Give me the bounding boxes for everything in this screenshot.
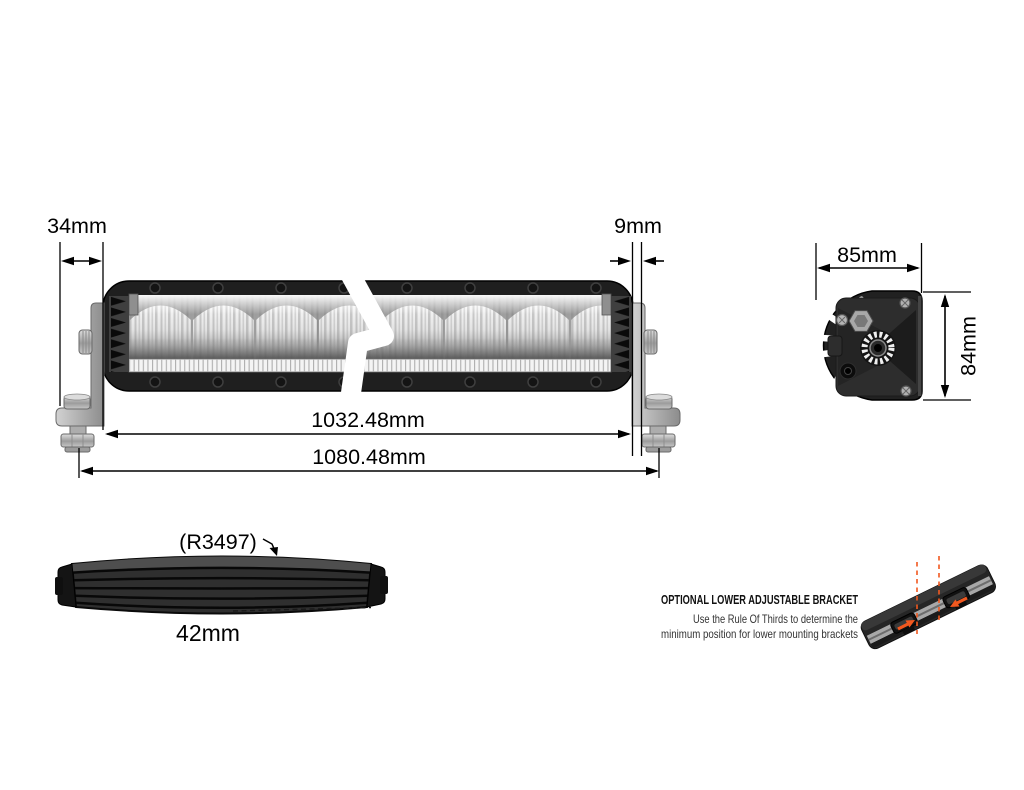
mounting-bracket-left: [55, 302, 105, 453]
bezel-screws-bottom: [149, 376, 602, 388]
dimension-labels: 34mm 9mm 1032.48mm 1080.48mm 85mm 84mm: [47, 214, 980, 469]
chord-dashed-line: [232, 606, 372, 612]
dim-end-width: 85mm: [837, 243, 897, 267]
note-title: OPTIONAL LOWER ADJUSTABLE BRACKET: [661, 593, 858, 607]
end-mount-channel: [918, 296, 922, 396]
bracket-note: OPTIONAL LOWER ADJUSTABLE BRACKET Use th…: [661, 593, 858, 641]
window-tab-right: [601, 293, 612, 316]
bracket-illustration: [860, 556, 996, 650]
adjuster-knob: [860, 330, 896, 366]
adjust-arrows: [897, 596, 968, 631]
heat-fins-right: [611, 296, 631, 372]
front-view: [55, 267, 681, 453]
grommet-hole: [844, 367, 852, 375]
end-tab-right: [380, 576, 388, 594]
iso-bar-top-face: [861, 564, 987, 631]
top-view: (R3497) 42mm: [55, 530, 388, 646]
heat-fins-left: [109, 296, 129, 372]
end-cap-left: [57, 563, 77, 608]
dim-overall-length: 1080.48mm: [312, 445, 426, 469]
end-tab-left: [55, 577, 63, 595]
end-view: [818, 290, 923, 401]
diffuser-ribs: [129, 359, 611, 372]
iso-bracket-1: [890, 612, 918, 636]
note-line2: minimum position for lower mounting brac…: [661, 627, 858, 641]
arrowheads: [61, 256, 950, 476]
bezel-screws-top: [149, 282, 602, 294]
extension-lines: [59, 242, 971, 478]
dimension-lines: [72, 260, 946, 472]
mounting-bracket-right: [631, 302, 681, 453]
screw-slots: [838, 299, 910, 395]
dim-bracket-offset: 34mm: [47, 214, 107, 238]
foot-nut-left: [60, 433, 95, 448]
end-cap-right: [366, 563, 386, 608]
end-side-tab: [827, 335, 843, 357]
dim-end-height: 84mm: [957, 316, 981, 376]
dimension-annotations: 34mm 9mm 1032.48mm 1080.48mm 85mm 84mm: [47, 214, 981, 478]
note-line1: Use the Rule Of Thirds to determine the: [693, 612, 858, 626]
foot-nut-right: [641, 433, 676, 448]
hex-bolt-center: [854, 315, 868, 327]
window-tab-left: [128, 293, 139, 316]
dim-body-length: 1032.48mm: [311, 408, 425, 432]
depth-label: 42mm: [176, 620, 240, 646]
curved-bar-ridges: [72, 566, 371, 610]
radius-leader-arrow: [269, 547, 278, 556]
dim-mount-gap: 9mm: [614, 214, 662, 238]
break-symbol: [340, 267, 394, 402]
radius-label: (R3497): [179, 530, 257, 554]
